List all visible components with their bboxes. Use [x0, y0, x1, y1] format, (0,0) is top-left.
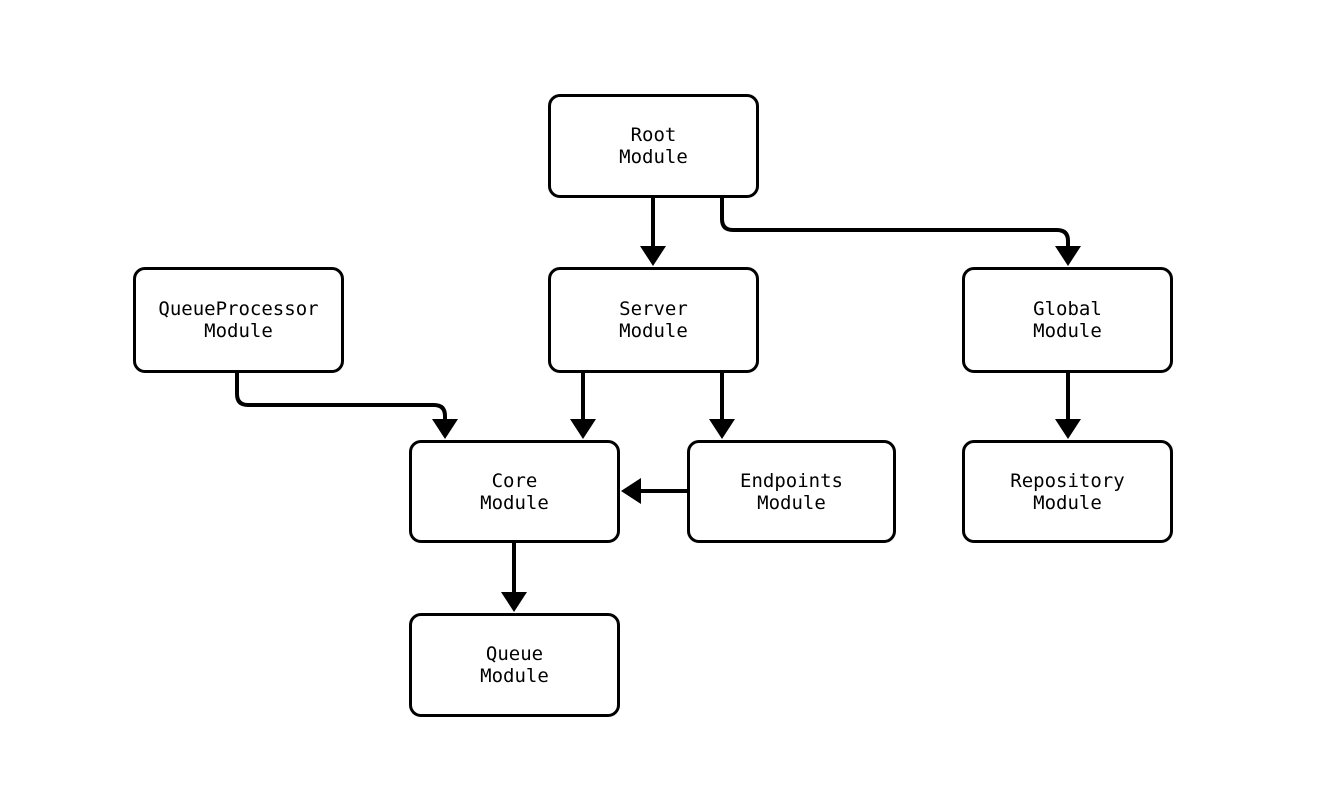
- edge-queueprocessor-to-core: [235, 373, 458, 439]
- edge-root-to-server: [640, 198, 666, 266]
- arrowhead-down-icon: [640, 246, 666, 266]
- node-queueprocessor-module[interactable]: QueueProcessor Module: [133, 267, 344, 373]
- edge-endpoints-to-core: [621, 478, 687, 504]
- node-endpoints-module[interactable]: Endpoints Module: [687, 440, 896, 543]
- edge-root-to-global: [720, 198, 1081, 266]
- node-root-module[interactable]: Root Module: [548, 94, 759, 198]
- node-server-module-line2: Module: [619, 320, 688, 342]
- node-queue-module[interactable]: Queue Module: [409, 613, 620, 717]
- node-server-module-line1: Server: [619, 298, 688, 320]
- node-repository-module-line2: Module: [1033, 491, 1102, 514]
- node-root-module-line1: Root: [630, 124, 677, 146]
- arrowhead-down-icon: [501, 592, 527, 612]
- edge-server-to-core: [570, 373, 596, 439]
- arrowhead-down-icon: [1055, 419, 1081, 439]
- node-core-module[interactable]: Core Module: [409, 440, 620, 543]
- node-repository-module-line1: Repository: [1010, 469, 1125, 492]
- node-server-module[interactable]: Server Module: [548, 267, 759, 373]
- node-repository-module[interactable]: Repository Module: [962, 440, 1173, 543]
- arrowhead-down-icon: [432, 419, 458, 439]
- arrowhead-down-icon: [1055, 246, 1081, 266]
- arrowhead-down-icon: [709, 419, 735, 439]
- node-queueprocessor-module-line1: QueueProcessor: [158, 298, 319, 320]
- arrowhead-down-icon: [570, 419, 596, 439]
- edge-global-to-repository: [1055, 373, 1081, 439]
- edge-server-to-endpoints: [709, 373, 735, 439]
- node-global-module-line1: Global: [1033, 298, 1102, 320]
- arrowhead-left-icon: [621, 478, 641, 504]
- node-global-module-line2: Module: [1033, 320, 1102, 342]
- node-core-module-line2: Module: [480, 491, 549, 514]
- node-queue-module-line1: Queue: [485, 643, 544, 665]
- node-queue-module-line2: Module: [480, 665, 549, 687]
- node-endpoints-module-line1: Endpoints: [740, 469, 843, 492]
- node-global-module[interactable]: Global Module: [962, 267, 1173, 373]
- node-queueprocessor-module-line2: Module: [204, 320, 273, 342]
- node-endpoints-module-line2: Module: [757, 491, 826, 514]
- node-core-module-line1: Core: [491, 469, 538, 492]
- node-root-module-line2: Module: [619, 146, 688, 168]
- edge-core-to-queue: [501, 543, 527, 612]
